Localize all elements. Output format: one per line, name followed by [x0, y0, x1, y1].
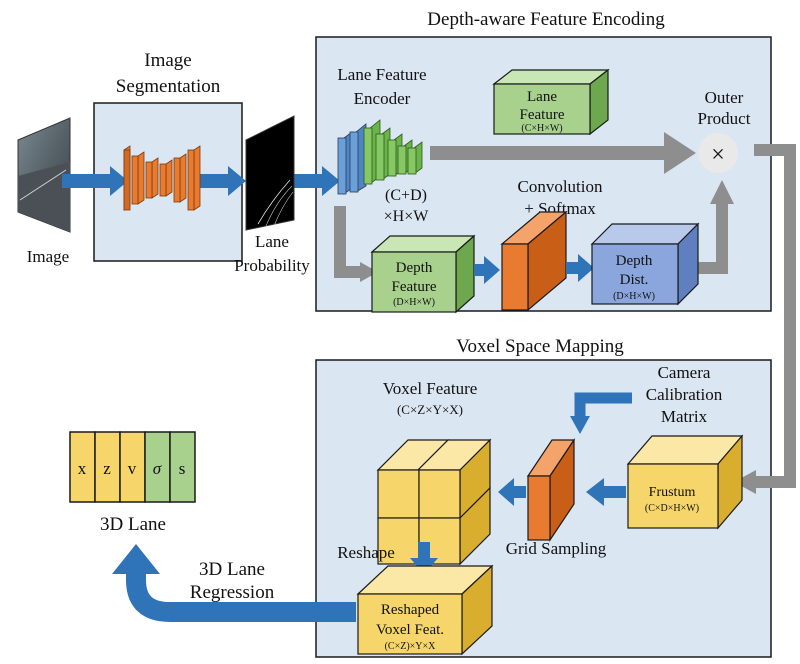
arrow-head-product	[710, 180, 734, 204]
depth-encoding-title: Depth-aware Feature Encoding	[427, 9, 665, 30]
arrow-frustum-to-sampling	[586, 478, 626, 506]
encoder-label-line2: Encoder	[354, 89, 411, 108]
input-image	[17, 117, 71, 233]
depth-feature-label-line2: Feature	[392, 279, 437, 295]
outer-product-node	[698, 133, 738, 173]
lane-vector-sigma: σ	[153, 459, 162, 478]
lane-vector-x: x	[78, 459, 87, 478]
depth-dist-label-line1: Depth	[616, 253, 653, 269]
frustum-cube	[626, 434, 744, 530]
depth-feature-cube	[370, 234, 476, 314]
depth-feature-dims: (D×H×W)	[393, 297, 435, 308]
lane-prob-label-line1: Lane	[255, 232, 289, 251]
reshaped-label-line1: Reshaped	[381, 602, 440, 618]
conv-label-line1: Convolution	[517, 177, 603, 196]
arrow-encoder-to-product	[430, 132, 696, 174]
arrow-dist-to-product	[690, 200, 728, 274]
arrow-sampling-to-voxel	[498, 478, 526, 506]
voxel-feature-cube	[376, 438, 492, 566]
arrow-encoder-to-depth-feature	[334, 206, 362, 278]
grid-sampling-label: Grid Sampling	[506, 539, 607, 558]
camera-label-line2: Calibration	[646, 385, 723, 404]
arrow-conv-to-dist	[566, 254, 594, 282]
lane3d-label: 3D Lane	[100, 514, 166, 535]
reshaped-label-line2: Voxel Feat.	[376, 622, 444, 638]
outer-product-symbol: ×	[711, 142, 725, 168]
voxel-feature-label: Voxel Feature	[383, 379, 478, 398]
lane-probability-map	[245, 115, 295, 231]
frustum-label: Frustum	[649, 485, 696, 500]
depth-dist-dims: (D×H×W)	[613, 291, 655, 302]
arrow-prob-to-encoder	[294, 166, 340, 196]
segmentation-network	[123, 145, 201, 211]
arrow-head-frustum	[734, 470, 756, 494]
regression-label-line1: 3D Lane	[199, 559, 265, 580]
encoder-dims-line1: (C+D)	[385, 187, 427, 204]
arrow-head-depth-feature	[360, 262, 378, 282]
camera-label-line3: Matrix	[661, 407, 708, 426]
arrow-head-sampling	[570, 416, 590, 434]
lane-feature-encoder	[337, 119, 423, 195]
depth-feature-label-line1: Depth	[396, 260, 433, 276]
segmentation-title-line1: Image	[144, 50, 191, 71]
frustum-dims: (C×D×H×W)	[645, 503, 699, 514]
outer-product-label-line2: Product	[698, 109, 751, 128]
reshape-label: Reshape	[337, 543, 395, 562]
lane-feature-cube	[492, 68, 610, 136]
convolution-block	[500, 210, 568, 312]
lane-vector-cell-s	[169, 431, 196, 503]
image-label: Image	[27, 247, 69, 266]
depth-dist-cube	[590, 222, 700, 306]
voxel-mapping-title: Voxel Space Mapping	[456, 336, 624, 357]
camera-label-line1: Camera	[658, 363, 711, 382]
reshaped-voxel-cube	[356, 564, 494, 656]
lane-feature-dims: (C×H×W)	[521, 123, 562, 134]
lane-feature-label-line2: Feature	[520, 107, 565, 123]
reshaped-dims: (C×Z)×Y×X	[385, 641, 437, 652]
lane-prob-label-line2: Probability	[234, 256, 310, 275]
depth-dist-label-line2: Dist.	[620, 272, 649, 288]
encoder-dims-line2: ×H×W	[384, 208, 430, 225]
arrow-seg-to-prob	[200, 166, 246, 196]
lane-vector-v: v	[128, 459, 137, 478]
segmentation-title-line2: Segmentation	[116, 76, 221, 97]
lane-vector-s: s	[179, 459, 186, 478]
voxel-feature-dims: (C×Z×Y×X)	[397, 402, 463, 417]
regression-label-line2: Regression	[190, 582, 275, 603]
lane-feature-label-line1: Lane	[527, 89, 557, 105]
arrow-product-to-frustum	[752, 144, 796, 488]
arrow-camera-to-sampling	[574, 392, 632, 418]
outer-product-label-line1: Outer	[705, 88, 744, 107]
arrow-image-to-seg	[62, 166, 128, 196]
arrow-regression	[126, 572, 356, 622]
lane-vector-z: z	[103, 459, 111, 478]
grid-sampling-block	[526, 438, 576, 542]
arrow-head-regression	[112, 544, 160, 574]
encoder-label-line1: Lane Feature	[337, 65, 426, 84]
lane-vector	[69, 431, 196, 503]
arrow-depth-to-conv	[474, 256, 500, 284]
